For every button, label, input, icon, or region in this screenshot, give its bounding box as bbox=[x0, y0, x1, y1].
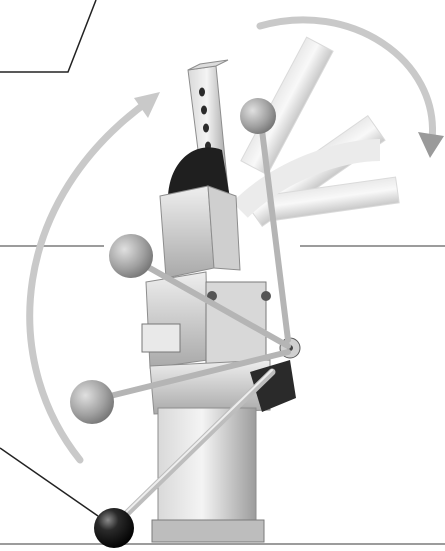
arm-hole bbox=[199, 87, 205, 97]
body-label-plate bbox=[141, 323, 181, 353]
rotation-arrow-left bbox=[26, 96, 154, 464]
active-lever bbox=[94, 368, 276, 548]
rotation-arrow-left-head-icon bbox=[134, 92, 160, 118]
body-upper bbox=[159, 185, 215, 279]
callout-box-outline bbox=[0, 0, 97, 73]
arm-hole bbox=[203, 123, 209, 133]
flange-screw bbox=[261, 291, 271, 301]
ghost-lever-rod-low bbox=[91, 349, 291, 403]
arm-hole bbox=[201, 105, 207, 115]
active-lever-rod-highlight bbox=[117, 369, 273, 521]
ghost-lever-rod-top bbox=[257, 111, 291, 343]
clamp-arm-top bbox=[187, 59, 229, 71]
body-upper-side bbox=[207, 185, 241, 271]
ghost-knob-top bbox=[240, 98, 276, 134]
active-lever-knob bbox=[94, 508, 134, 548]
ghost-lever-rod-mid bbox=[129, 255, 291, 349]
ghost-arm-bend bbox=[232, 139, 381, 218]
rotation-arrow-right-head-icon bbox=[418, 132, 444, 158]
link-block bbox=[250, 360, 296, 412]
ghost-levers bbox=[70, 98, 291, 424]
callout-pointer-line bbox=[0, 447, 99, 517]
rotation-arrow-right bbox=[256, 16, 436, 144]
ghost-knob-low bbox=[70, 380, 114, 424]
ghost-clamp-arms bbox=[232, 36, 400, 228]
ghost-knob-mid bbox=[109, 234, 153, 278]
active-lever-rod bbox=[112, 368, 276, 528]
cylinder-base bbox=[151, 519, 265, 543]
